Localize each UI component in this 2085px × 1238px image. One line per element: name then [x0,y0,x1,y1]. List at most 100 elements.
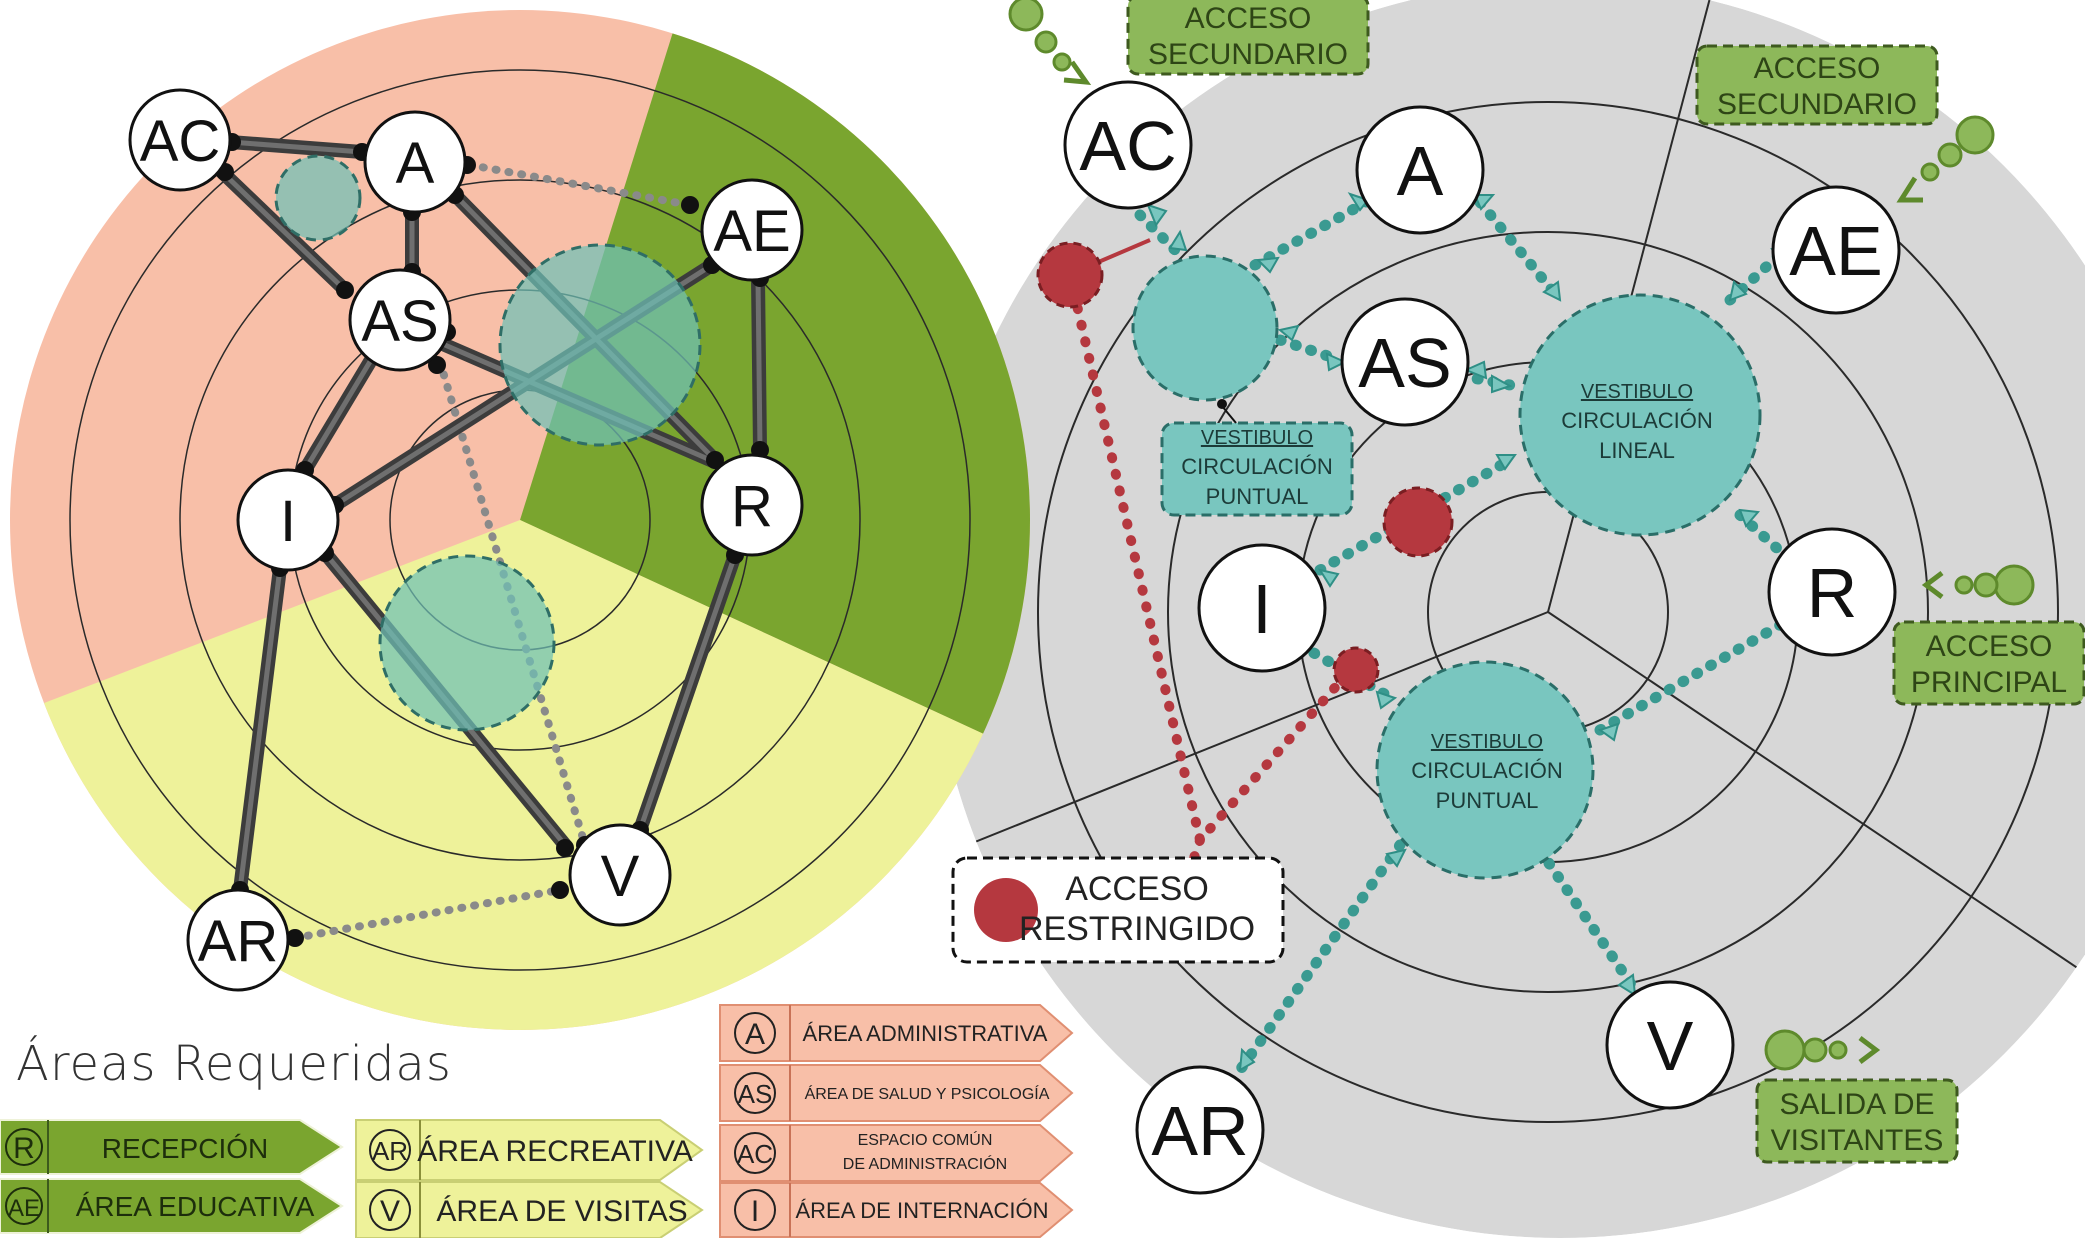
legend-item-AE: AE ÁREA EDUCATIVA [0,1178,344,1234]
left-node-I [236,468,340,572]
legend-A-label: ÁREA ADMINISTRATIVA [803,1021,1048,1046]
right-node-R-label: R [1807,554,1858,632]
left-node-V-label: V [601,844,640,909]
left-node-AR-label: AR [198,909,279,974]
left-node-AR [186,888,290,992]
left-node-AC [128,88,232,192]
access-secundario-right-arrow-icon [1896,115,1995,203]
legend-item-V: V ÁREA DE VISITAS [355,1181,704,1238]
legend-A-code: A [745,1018,765,1051]
access-arrow-icons [1008,0,2035,1071]
right-node-R [1767,527,1897,657]
access-restringido-legend: ACCESO RESTRINGIDO [951,856,1285,964]
legend-AR-code: AR [372,1136,408,1166]
access-secundario-top-line2: SECUNDARIO [1148,38,1348,71]
right-node-AS [1340,297,1470,427]
restricted-node-1 [1036,241,1104,309]
right-node-AC-label: AC [1079,107,1176,185]
legend-AS-code: AS [738,1079,773,1109]
access-secundario-top: ACCESO SECUNDARIO [1126,0,1370,76]
left-node-AS [348,268,452,372]
restricted-legend-swatch [974,878,1038,942]
legend-AE-code: AE [8,1195,40,1222]
left-node-A [363,110,467,214]
vestibule-puntual-line1: VESTIBULO [1201,427,1313,449]
legend-item-I: I ÁREA DE INTERNACIÓN [719,1182,1074,1238]
right-node-V-label: V [1647,1007,1694,1085]
access-principal-arrow-icon [1921,564,2035,606]
vestibule-puntual-top [1131,254,1279,402]
right-node-AR-label: AR [1151,1092,1248,1170]
vestibule-lineal-line3: LINEAL [1599,438,1675,463]
left-node-V [568,823,672,927]
vestibule-puntual-line3: PUNTUAL [1206,484,1309,509]
legend-item-R: R RECEPCIÓN [0,1119,344,1175]
legend-AR-label: ÁREA RECREATIVA [417,1135,693,1168]
right-node-I [1197,543,1327,673]
left-vestibule-small [274,154,362,242]
access-principal: ACCESO PRINCIPAL [1892,620,2085,706]
vestibule-bottom-line2: CIRCULACIÓN [1411,758,1563,783]
right-diagram: VESTIBULO CIRCULACIÓN PUNTUAL VESTIBULO … [932,0,2085,1238]
left-vestibule-mid [378,554,556,732]
legend-item-AC: AC ESPACIO COMÚN DE ADMINISTRACIÓN [719,1124,1074,1182]
vestibule-puntual-label-box: VESTIBULO CIRCULACIÓN PUNTUAL [1160,399,1354,517]
restricted-node-2 [1382,486,1454,558]
vestibule-bottom-line1: VESTIBULO [1431,731,1543,753]
legend-V-label: ÁREA DE VISITAS [436,1195,687,1228]
vestibule-puntual-line2: CIRCULACIÓN [1181,454,1333,479]
access-restringido-line2: RESTRINGIDO [1019,910,1255,948]
access-salida-arrow-icon [1764,1029,1881,1071]
left-node-AE-label: AE [713,199,790,264]
vestibule-puntual-bottom [1375,660,1595,880]
right-node-A-label: A [1397,132,1444,210]
restricted-path [1065,270,1360,875]
vestibule-lineal-label: VESTIBULO CIRCULACIÓN LINEAL [1561,381,1713,463]
legend-R-label: RECEPCIÓN [102,1133,268,1164]
legend-V-code: V [380,1195,400,1228]
right-node-A [1355,105,1485,235]
left-node-R-label: R [731,474,773,539]
legend-AC-label-line2: DE ADMINISTRACIÓN [843,1154,1007,1173]
left-node-AE [700,178,804,282]
legend-AC-code: AC [737,1139,773,1169]
legend-item-AS: AS ÁREA DE SALUD Y PSICOLOGÍA [719,1064,1074,1122]
vestibule-lineal-line2: CIRCULACIÓN [1561,408,1713,433]
legend-item-A: A ÁREA ADMINISTRATIVA [719,1004,1074,1062]
access-secundario-right-line2: SECUNDARIO [1717,88,1917,121]
right-node-AC [1063,80,1193,210]
vestibule-bottom-line3: PUNTUAL [1436,788,1539,813]
left-node-I-label: I [280,489,296,554]
access-principal-line2: PRINCIPAL [1911,666,2067,699]
left-node-AS-label: AS [361,289,438,354]
right-node-AE [1771,185,1901,315]
left-dotted-links [291,161,694,942]
vestibule-lineal [1518,293,1762,537]
legend-title: Áreas Requeridas [16,1036,452,1092]
legend-item-AR: AR ÁREA RECREATIVA [355,1119,704,1181]
legend-AC-label-line1: ESPACIO COMÚN [858,1130,993,1149]
legend-AS-label: ÁREA DE SALUD Y PSICOLOGÍA [805,1084,1050,1103]
right-node-I-label: I [1252,570,1271,648]
legend-AE-label: ÁREA EDUCATIVA [76,1191,315,1222]
access-salida: SALIDA DE VISITANTES [1755,1078,1959,1164]
access-secundario-top-arrow-icon [1008,0,1092,85]
access-restringido-line1: ACCESO [1065,870,1209,908]
access-salida-line2: VISITANTES [1771,1124,1944,1157]
legend-I-code: I [751,1195,759,1228]
access-principal-line1: ACCESO [1926,630,2053,663]
access-salida-line1: SALIDA DE [1779,1088,1934,1121]
left-diagram: AC A AE AS I R V AR [10,10,1030,1030]
right-node-V [1605,980,1735,1110]
restricted-node-3 [1332,646,1380,694]
left-node-A-label: A [396,131,435,196]
access-secundario-right-line1: ACCESO [1754,52,1881,85]
right-node-AE-label: AE [1789,212,1882,290]
right-node-AR [1135,1065,1265,1195]
access-secundario-top-line1: ACCESO [1185,2,1312,35]
vestibule-puntual-bottom-label: VESTIBULO CIRCULACIÓN PUNTUAL [1411,731,1563,813]
left-node-R [700,453,804,557]
right-node-AS-label: AS [1358,324,1451,402]
left-node-AC-label: AC [140,109,221,174]
